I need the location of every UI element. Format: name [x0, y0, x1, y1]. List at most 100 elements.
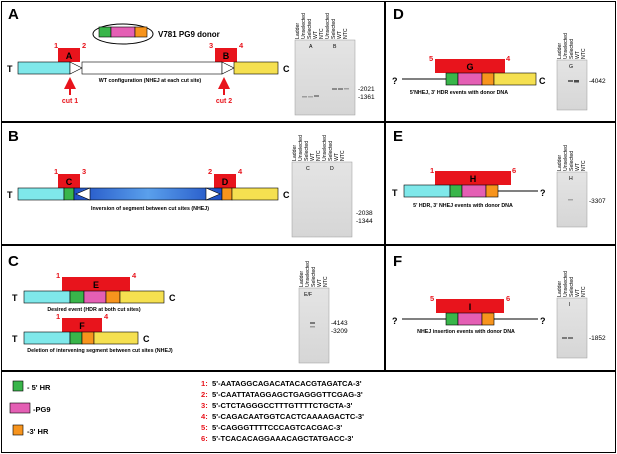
box-label-g: G [466, 62, 473, 72]
legend-swatch-3hr [12, 424, 24, 436]
panel-label-f: F [393, 253, 402, 270]
primer-num: 5 [429, 54, 433, 63]
gel-tag: G [569, 64, 573, 70]
end-label-left: T [392, 188, 398, 198]
gel-lane-labels-e: Ladder Unselected Selected WT NTC [557, 145, 587, 171]
primer-num: 1 [430, 166, 434, 175]
primer-num: 4 [104, 312, 109, 321]
primer-number: 1: [201, 379, 208, 388]
gel-lane-label: Selected [328, 141, 334, 161]
band-size: -4143 [331, 320, 348, 327]
primer-num: 3 [82, 167, 86, 176]
gel-tag: I [569, 302, 570, 308]
gel-lane-label: NTC [343, 28, 349, 39]
box-label-a: A [66, 51, 73, 61]
primer-sequence: 5'-CTCTAGGGCCTTTGTTTTCTGCTA-3' [212, 401, 353, 410]
primer-sequence: 5'-TCACACAGGAAACAGCTATGACC-3' [212, 434, 353, 443]
primer-num: 3 [209, 41, 213, 50]
end-label-right: C [143, 334, 150, 344]
gel-lane-label: Ladder [299, 271, 305, 287]
red-box-i [436, 299, 504, 313]
chrom-yellow [231, 187, 279, 201]
gel-band [344, 88, 349, 90]
chrom-cyan [17, 187, 65, 201]
cut-triangle-2 [221, 61, 235, 75]
gel-lane-label: NTC [319, 28, 325, 39]
chrom-5hr [449, 184, 463, 198]
gel-lane-label: Unselected [301, 13, 307, 39]
chrom-pg9 [461, 184, 487, 198]
gel-band [568, 80, 573, 82]
band-size: -4042 [589, 78, 606, 85]
primer-num: 2 [82, 41, 86, 50]
chrom-5hr [445, 312, 459, 326]
band-size: -1852 [589, 335, 606, 342]
end-label-left: T [12, 334, 18, 344]
gel-lane-label: WT [310, 152, 316, 161]
gel-band [338, 88, 343, 90]
gel-lane-labels-b: Ladder Unselected Selected WT NTC Unsele… [292, 135, 346, 161]
primer-num: 5 [430, 294, 434, 303]
chrom-3hr [485, 184, 499, 198]
panel-label-b: B [8, 128, 19, 145]
gel-lane-label: Selected [569, 151, 575, 171]
gel-lane-label: WT [317, 278, 323, 287]
gel-tag: E/F [304, 292, 312, 298]
legend: - 5' HR -PG9 -3' HR [9, 380, 51, 436]
chrom-yellow [119, 290, 165, 304]
inverted-segment [73, 187, 223, 201]
gel-lane-label: NTC [581, 160, 587, 171]
red-box-f [62, 318, 102, 332]
gel-lane-label: NTC [581, 286, 587, 297]
gel-lane-label: Ladder [557, 43, 563, 59]
caption-b: Inversion of segment between cut sites (… [91, 206, 209, 212]
inv-triangle-2 [205, 187, 221, 201]
gel-lane-label: WT [575, 162, 581, 171]
red-box-e [62, 277, 130, 291]
gel-tag: B [333, 44, 337, 50]
gel-band [562, 337, 567, 339]
gel-tag: D [330, 166, 334, 172]
frame-d [385, 1, 616, 122]
gel-lane-label: Unselected [305, 261, 311, 287]
cut-triangle-1 [69, 61, 83, 75]
donor-plasmid [92, 23, 154, 45]
gel-lane-label: WT [337, 30, 343, 39]
primer-number: 4: [201, 412, 208, 421]
box-label-f: F [79, 321, 85, 331]
inv-triangle-1 [75, 187, 91, 201]
gel-band [308, 96, 313, 98]
primer-sequence: 5'-CAGACAATGGTCACTCAAAAGACTC-3' [212, 412, 364, 421]
primer-num: 1 [56, 312, 60, 321]
caption-c1: Desired event (HDR at both cut sites) [47, 307, 141, 313]
donor-5hr [98, 26, 112, 38]
band-size: -3209 [331, 328, 348, 335]
legend-label: -PG9 [33, 405, 51, 414]
panel-label-d: D [393, 6, 404, 23]
chrom-cyan [23, 290, 71, 304]
gel-lane-label: Selected [311, 267, 317, 287]
gel-lane-label: Unselected [563, 145, 569, 171]
panel-d: D G 5 4 ? C 5'NHEJ, 3' HDR events with d… [392, 6, 606, 111]
frame-legend [1, 371, 616, 453]
end-label-left: T [7, 64, 13, 74]
chrom-3hr [481, 72, 495, 86]
gel-band [568, 337, 573, 339]
chrom-white [81, 61, 223, 75]
red-box-b [215, 48, 237, 62]
panel-a: A V781 PG9 donor A B 1 2 3 4 T C WT conf… [7, 6, 375, 116]
caption-e: 5' HDR, 3' NHEJ events with donor DNA [413, 203, 513, 209]
end-label-right: ? [540, 316, 546, 326]
red-box-c [58, 174, 80, 188]
chrom-5hr [445, 72, 459, 86]
donor-pg9 [110, 26, 136, 38]
primer-number: 5: [201, 423, 208, 432]
chrom-yellow [233, 61, 279, 75]
frame-a [1, 1, 385, 122]
gel-image-f [556, 297, 588, 359]
box-label-b: B [223, 51, 230, 61]
gel-lane-label: Selected [569, 39, 575, 59]
primer-number: 2: [201, 390, 208, 399]
cut-label-1: cut 1 [62, 98, 78, 105]
chrom-3hr [481, 312, 495, 326]
